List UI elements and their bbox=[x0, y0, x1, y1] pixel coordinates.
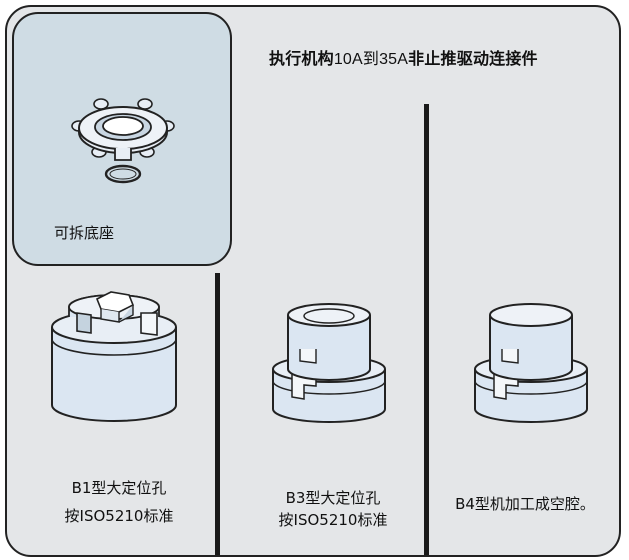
b3-label-line1: B3型大定位孔 bbox=[285, 489, 381, 507]
title-range: 10A到35A bbox=[333, 51, 409, 68]
title-prefix: 执行机构 bbox=[269, 49, 334, 68]
title-suffix: 非止推驱动连接件 bbox=[408, 49, 538, 68]
b4-coupling-icon bbox=[474, 303, 588, 423]
b4-label-line1: B4型机加工成空腔。 bbox=[455, 495, 595, 513]
base-flange-with-o-ring-icon bbox=[71, 98, 175, 184]
diagram-panel: 可拆底座 执行机构10A到35A非止推驱动连接件 B1型大定位孔 按ISO521… bbox=[5, 5, 621, 557]
removable-base-callout: 可拆底座 bbox=[12, 12, 232, 266]
b3-label-line2: 按ISO5210标准 bbox=[278, 511, 388, 529]
divider-left bbox=[215, 273, 220, 555]
b4-label: B4型机加工成空腔。 bbox=[455, 493, 595, 515]
page-title: 执行机构10A到35A非止推驱动连接件 bbox=[269, 45, 538, 69]
b3-coupling-icon bbox=[272, 303, 386, 423]
b3-label: B3型大定位孔 按ISO5210标准 bbox=[263, 487, 403, 531]
b1-label-line1: B1型大定位孔 bbox=[71, 479, 167, 497]
b1-coupling-icon bbox=[51, 291, 177, 422]
b1-label-line2: 按ISO5210标准 bbox=[64, 507, 174, 525]
b1-label: B1型大定位孔 按ISO5210标准 bbox=[49, 477, 189, 527]
removable-base-label: 可拆底座 bbox=[54, 224, 115, 242]
divider-right bbox=[424, 104, 429, 555]
